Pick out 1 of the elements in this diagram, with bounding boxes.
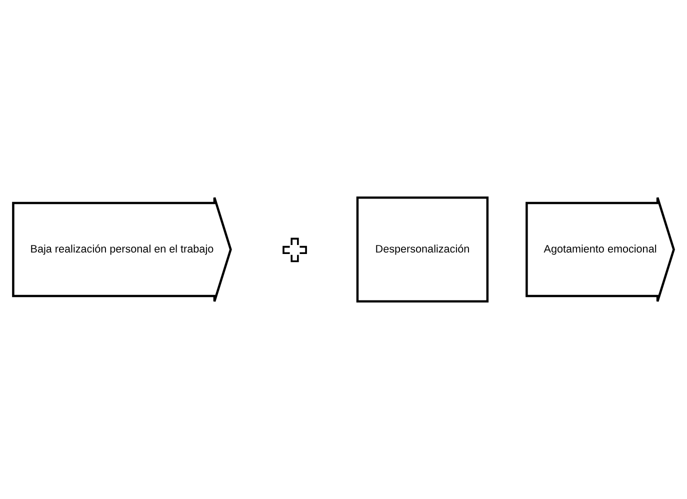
node-box: Despersonalización [356, 196, 489, 303]
